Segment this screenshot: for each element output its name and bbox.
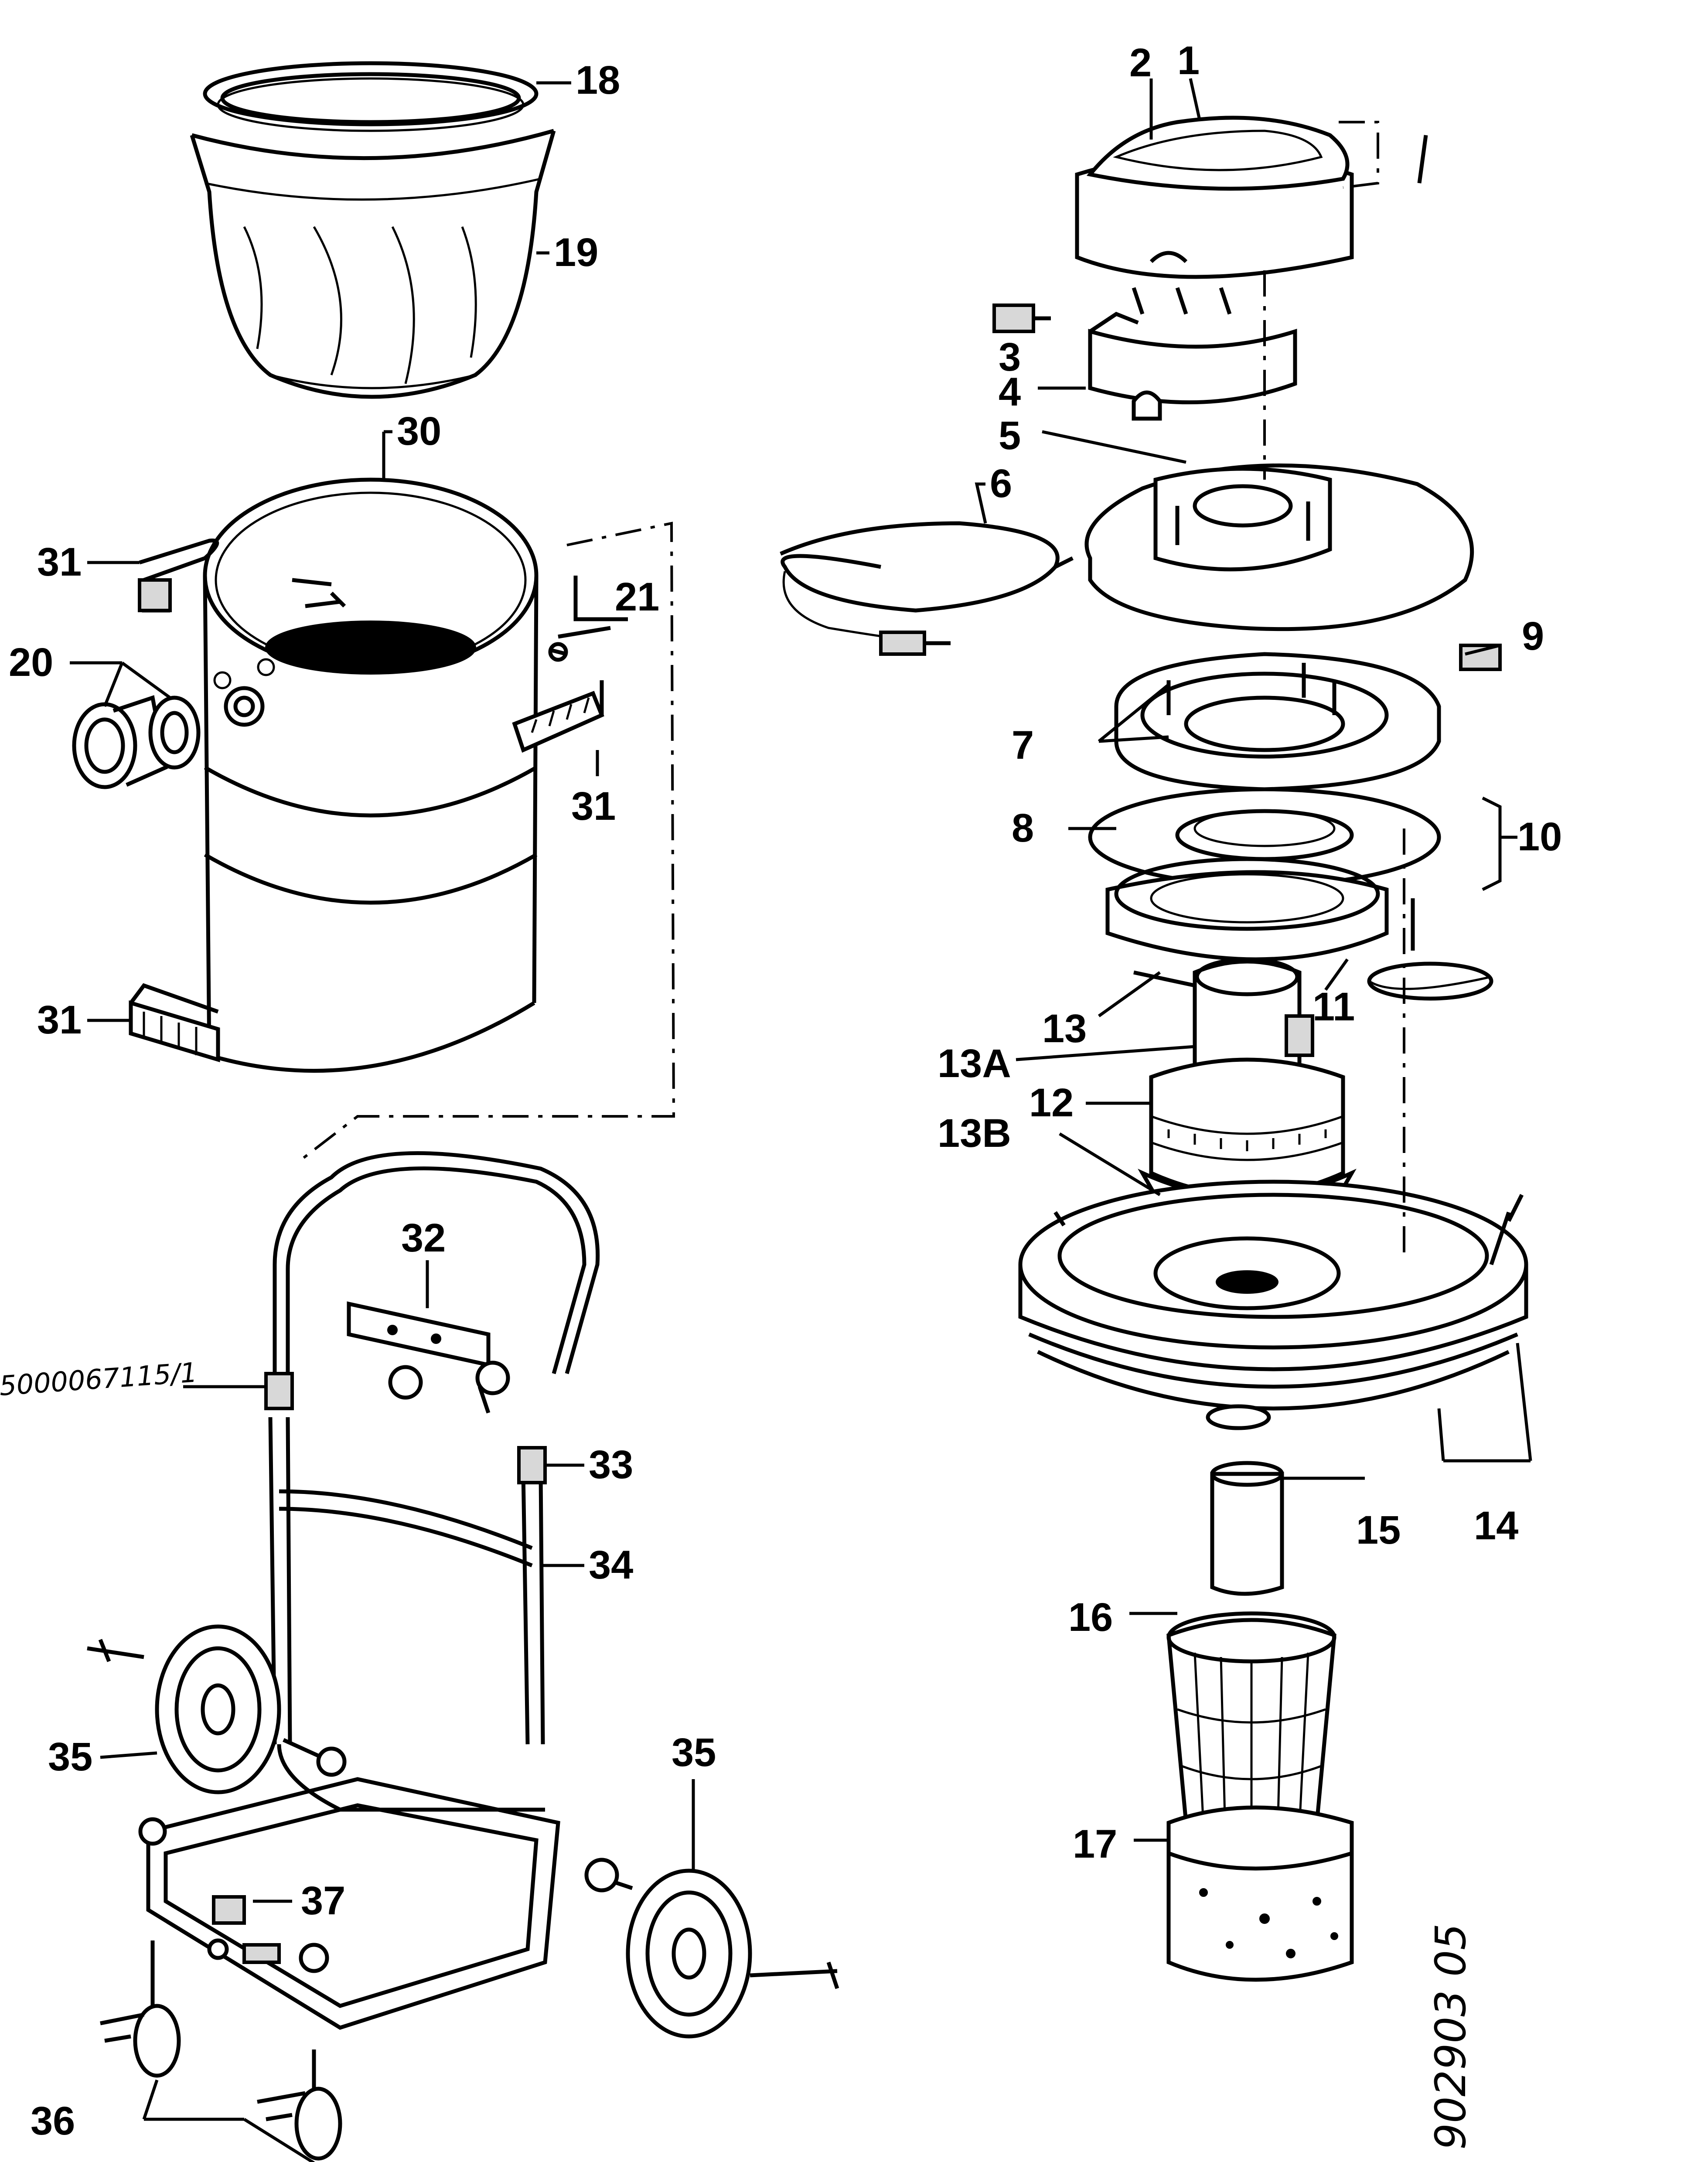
part-1-top-cover — [1075, 116, 1354, 279]
part-12-fan-unit — [1149, 1057, 1345, 1197]
callout-31-bottom: 31 — [37, 998, 82, 1042]
callout-35-left: 35 — [48, 1735, 92, 1779]
callout-36: 36 — [31, 2099, 75, 2143]
callout-12: 12 — [1029, 1081, 1074, 1125]
part-1-lid-screw — [1339, 121, 1428, 189]
part-19-filter-bag — [190, 129, 556, 399]
part-14-container-head — [1018, 1180, 1528, 1430]
callout-16: 16 — [1068, 1595, 1113, 1640]
part-7-motor-mount — [1114, 652, 1441, 791]
part-37-fitting — [207, 1895, 281, 1964]
part-20-hose-inlet — [72, 695, 201, 789]
callout-21: 21 — [615, 575, 659, 619]
part-35-wheel-left — [87, 1624, 347, 1794]
part-21-clip — [548, 576, 628, 662]
callout-2: 2 — [1129, 41, 1152, 85]
part-31-handle-right — [512, 680, 604, 753]
handwritten-part-note: 5000067115/1 — [0, 1356, 198, 1402]
part-13A-motor — [1133, 957, 1314, 1086]
part-11-ring — [1105, 857, 1389, 962]
part-10-base-plate — [1367, 898, 1493, 1001]
callout-7: 7 — [1012, 723, 1034, 767]
callout-35-right: 35 — [672, 1730, 716, 1775]
callout-34: 34 — [589, 1543, 633, 1587]
callout-labels: 18 19 30 31 20 21 31 31 32 33 34 35 35 3… — [9, 38, 1562, 2143]
callout-31-top: 31 — [37, 540, 82, 584]
part-34-trolley-frame — [146, 1151, 600, 2030]
callout-14: 14 — [1474, 1504, 1518, 1548]
callout-37: 37 — [301, 1879, 345, 1923]
callout-13: 13 — [1042, 1006, 1087, 1051]
callout-9: 9 — [1522, 614, 1544, 658]
callout-13A: 13A — [938, 1041, 1011, 1086]
part-33-tube-connector — [264, 1372, 547, 1484]
callout-5: 5 — [999, 413, 1021, 458]
part-35-wheel-right — [584, 1858, 839, 2039]
callout-8: 8 — [1012, 806, 1034, 850]
drawing-reference: 902903 05 — [1426, 1923, 1475, 2150]
callout-32: 32 — [401, 1216, 446, 1260]
part-5-motor-head — [1084, 463, 1474, 631]
callout-1: 1 — [1177, 38, 1200, 83]
callout-15: 15 — [1356, 1508, 1401, 1552]
callout-11: 11 — [1313, 985, 1355, 1029]
part-6-power-cord — [780, 521, 1074, 656]
callout-3: 3 — [999, 335, 1021, 379]
callout-17: 17 — [1073, 1822, 1117, 1866]
assembly-line-drum — [300, 522, 675, 1161]
part-9-clip — [1459, 644, 1502, 671]
callout-18: 18 — [576, 58, 620, 102]
part-3-switch — [992, 303, 1051, 333]
callout-13B: 13B — [938, 1111, 1011, 1156]
part-36-castor-left — [100, 1817, 181, 2078]
callout-19: 19 — [554, 230, 598, 275]
part-32-bracket — [347, 1301, 510, 1414]
callout-20: 20 — [9, 640, 53, 685]
part-4-switch-housing — [1088, 287, 1297, 421]
part-31-handle-top-left — [138, 539, 219, 613]
part-18-filter-ring — [203, 61, 539, 132]
part-15-tube — [1210, 1461, 1284, 1596]
callout-31-right: 31 — [571, 784, 616, 829]
callout-33: 33 — [589, 1442, 633, 1487]
part-17-cartridge-filter — [1166, 1805, 1354, 1982]
leader-lines — [70, 78, 1532, 2162]
callout-4: 4 — [999, 370, 1021, 414]
part-30-container-drum — [203, 477, 539, 1073]
callout-6: 6 — [990, 461, 1012, 506]
callout-30: 30 — [397, 409, 441, 454]
part-36-castor-right — [257, 1943, 342, 2161]
part-31-handle-bottom — [129, 983, 220, 1063]
callout-10: 10 — [1517, 815, 1562, 859]
